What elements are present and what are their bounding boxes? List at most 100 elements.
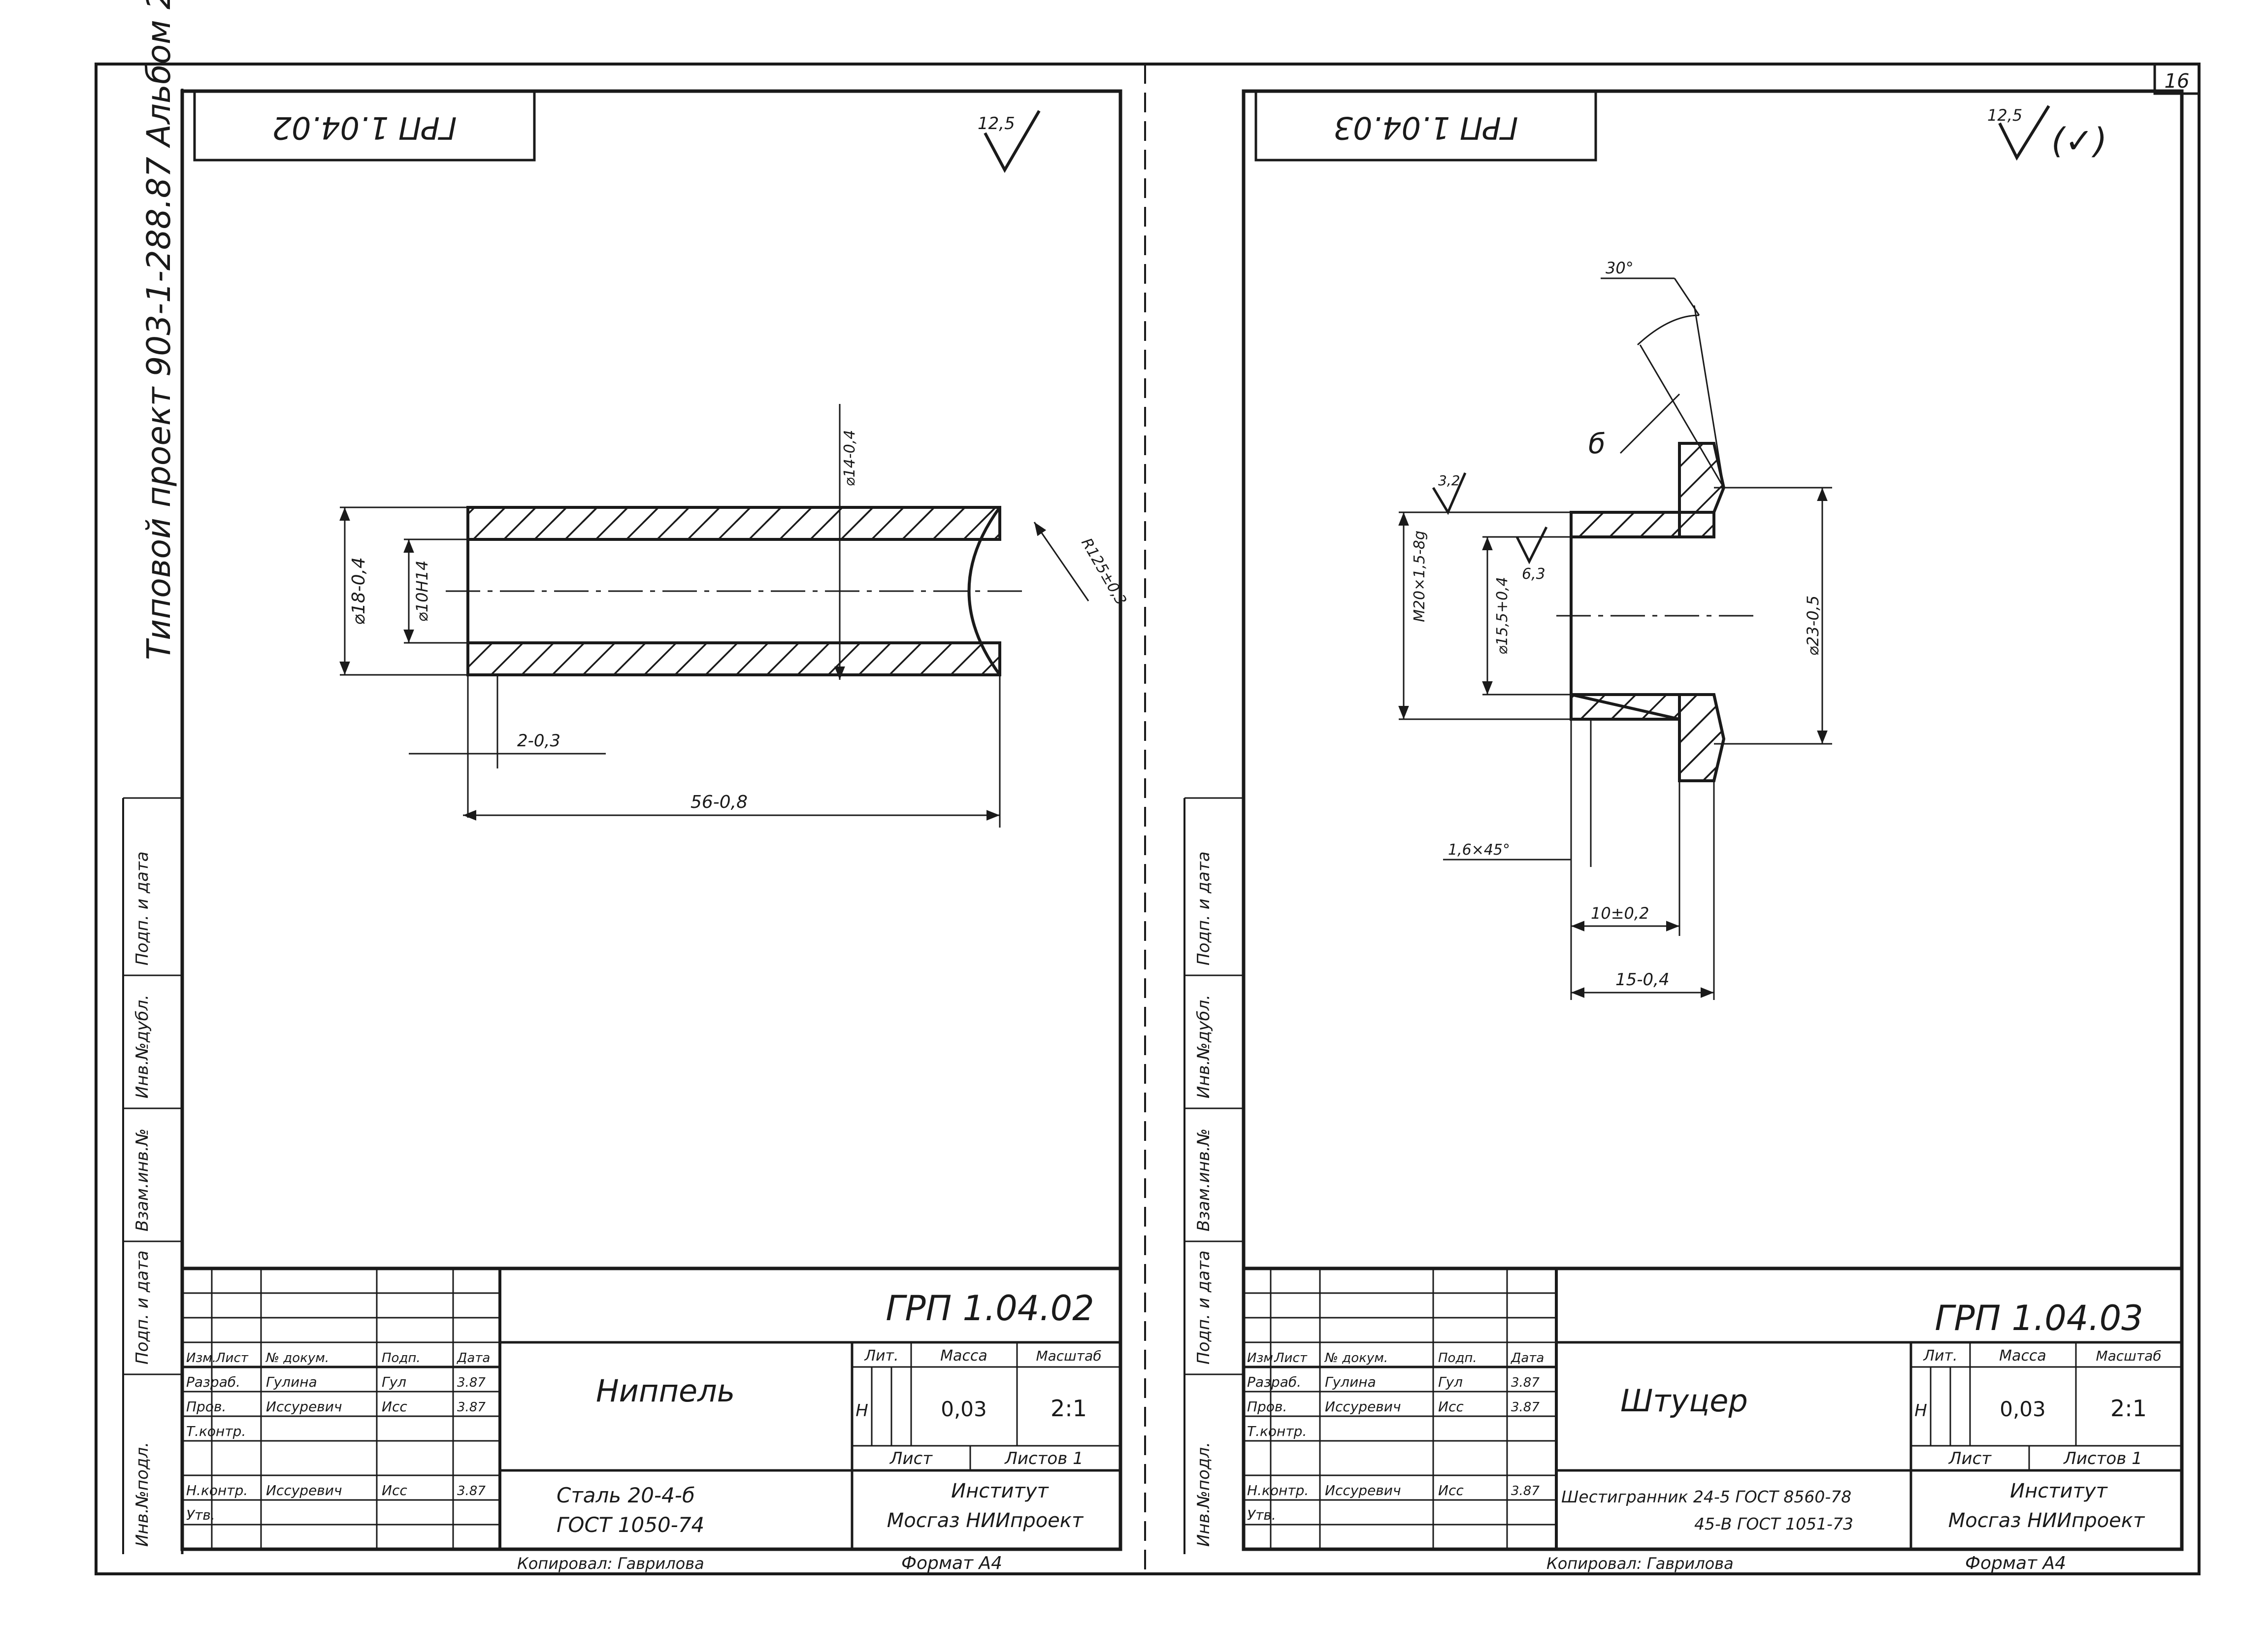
sheet-number: 16 — [2165, 70, 2190, 93]
fitting-sheet-label: Лист — [1948, 1449, 1992, 1468]
nipple-outer-dia: ⌀18-0,4 — [349, 557, 369, 625]
nipple-lit-value: Н — [855, 1401, 868, 1421]
side-col-5: Подп. и дата — [132, 851, 152, 965]
nipple-staff-role-4: Утв. — [186, 1507, 215, 1523]
side-col-3: Взам.инв.№ — [132, 1129, 152, 1232]
fitting-staff-role-1: Пров. — [1247, 1398, 1287, 1415]
side-col-2: Подп. и дата — [132, 1250, 152, 1365]
side-col-5-right: Подп. и дата — [1194, 851, 1214, 965]
nipple-section: ⌀18-0,4 ⌀10H14 ⌀14-0,4 R125±0,3 2-0,3 56… — [339, 404, 1130, 828]
nipple-roughness: 12,5 — [978, 114, 1015, 133]
nipple-scale-value: 2:1 — [1051, 1395, 1087, 1422]
nipple-staff-role-1: Пров. — [186, 1398, 226, 1415]
fitting-part-name: Штуцер — [1620, 1383, 1748, 1419]
nipple-head-lit: Лит. — [864, 1347, 898, 1365]
nipple-doc-code: ГРП 1.04.02 — [886, 1288, 1094, 1329]
fitting-section: 30° б 3,2 6,3 М20×1,5-8g ⌀15,5+0,4 ⌀23-0… — [1398, 259, 1832, 1000]
fitting-staff-date-1: 3.87 — [1511, 1400, 1540, 1415]
roughness-sign-icon: 12,5 — [978, 110, 1041, 173]
fitting-title-block: Изм. Лист № докум. Подп. Дата Разраб. Гу… — [1244, 1266, 2182, 1549]
fitting-length-inner: 10±0,2 — [1591, 904, 1649, 923]
nipple-staff-head-1: Лист — [215, 1351, 249, 1365]
fitting-doc-code: ГРП 1.04.03 — [1935, 1298, 2143, 1338]
nipple-staff-head-0: Изм. — [186, 1351, 216, 1365]
side-stamp-right: Инв.№подл. Подп. и дата Взам.инв.№ Инв.№… — [1183, 797, 1244, 1554]
nipple-length: 56-0,8 — [690, 792, 748, 812]
project-stamp-text: Типовой проект 903-1-288.87 Альбом 2 — [140, 0, 178, 660]
fitting-staff-role-4: Утв. — [1247, 1507, 1276, 1523]
nipple-staff-sign-1: Исс — [382, 1398, 407, 1415]
nipple-section-mark: ⌀14-0,4 — [841, 430, 858, 487]
nipple-staff-name-0: Гулина — [266, 1374, 317, 1390]
nipple-org-2: Мосгаз НИИпроект — [887, 1509, 1084, 1532]
nipple-format: Формат А4 — [901, 1553, 1002, 1573]
nipple-staff-date-3: 3.87 — [457, 1484, 486, 1498]
fitting-staff-role-3: Н.контр. — [1247, 1482, 1309, 1498]
fitting-staff-head-0: Изм. — [1247, 1351, 1277, 1365]
fitting-staff-sign-0: Гул — [1438, 1374, 1463, 1390]
fitting-angle: 30° — [1606, 259, 1634, 277]
fitting-staff-role-2: Т.контр. — [1247, 1423, 1307, 1439]
roughness-sign-icon: 12,5 (✓) — [1987, 105, 2107, 161]
fitting-staff-date-0: 3.87 — [1511, 1375, 1540, 1390]
nipple-material-1: Сталь 20-4-б — [557, 1483, 695, 1507]
nipple-staff-name-1: Иссуревич — [266, 1398, 342, 1415]
fitting-staff-sign-1: Исс — [1438, 1398, 1464, 1415]
nipple-staff-date-0: 3.87 — [457, 1375, 486, 1390]
fitting-staff-sign-3: Исс — [1438, 1482, 1464, 1498]
fitting-head-scale: Масштаб — [2096, 1348, 2161, 1364]
nipple-sheet-label: Лист — [889, 1449, 933, 1468]
nipple-staff-role-0: Разраб. — [186, 1374, 240, 1390]
side-col-3-right: Взам.инв.№ — [1194, 1129, 1214, 1232]
nipple-staff-role-2: Т.контр. — [186, 1423, 246, 1439]
nipple-staff-sign-0: Гул — [382, 1374, 406, 1390]
nipple-head-scale: Масштаб — [1036, 1348, 1101, 1364]
nipple-part-name: Ниппель — [596, 1373, 735, 1409]
fitting-mass-value: 0,03 — [2000, 1397, 2046, 1421]
fitting-format: Формат А4 — [1965, 1553, 2066, 1573]
fitting-staff-head-4: Дата — [1511, 1351, 1544, 1365]
nipple-staff-sign-3: Исс — [382, 1482, 407, 1498]
fitting-sheets-label: Листов 1 — [2063, 1449, 2142, 1468]
nipple-staff-name-3: Иссуревич — [266, 1482, 342, 1498]
fitting-staff-head-1: Лист — [1274, 1351, 1308, 1365]
nipple-staff-head-2: № докум. — [265, 1351, 329, 1365]
nipple-staff-date-1: 3.87 — [457, 1400, 486, 1415]
fitting-chamfer: 1,6×45° — [1448, 841, 1510, 859]
fitting-staff-role-0: Разраб. — [1247, 1374, 1301, 1390]
nipple-staff-role-3: Н.контр. — [186, 1482, 248, 1498]
drawing-nipple: ГРП 1.04.02 12,5 ⌀18-0,4 ⌀10H14 — [180, 89, 1130, 1573]
nipple-head-mass: Масса — [940, 1347, 987, 1365]
fitting-lit-value: Н — [1914, 1401, 1927, 1421]
side-col-1: Инв.№подл. — [132, 1442, 152, 1547]
drawing-fitting: ГРП 1.04.03 12,5 (✓) 30° б — [1242, 89, 2184, 1573]
fitting-length-total: 15-0,4 — [1615, 970, 1670, 990]
fitting-material-1: Шестигранник 24-5 ГОСТ 8560-78 — [1561, 1487, 1851, 1506]
nipple-copied-by: Копировал: Гаврилова — [517, 1554, 704, 1573]
sheet-frame: 16 — [95, 63, 2201, 1575]
nipple-sheets-label: Листов 1 — [1004, 1449, 1083, 1468]
fitting-bore-dia: ⌀15,5+0,4 — [1494, 577, 1511, 655]
fitting-org-2: Мосгаз НИИпроект — [1948, 1509, 2145, 1532]
side-col-2-right: Подп. и дата — [1194, 1250, 1214, 1365]
fitting-head-mass: Масса — [1999, 1347, 2046, 1365]
fitting-head-lit: Лит. — [1923, 1347, 1957, 1365]
side-col-4: Инв.№дубл. — [132, 995, 152, 1098]
nipple-chamfer-len: 2-0,3 — [517, 731, 560, 751]
fitting-flange-dia: ⌀23-0,5 — [1804, 596, 1822, 656]
nipple-material-2: ГОСТ 1050-74 — [557, 1513, 704, 1537]
fitting-staff-name-3: Иссуревич — [1325, 1482, 1401, 1498]
fitting-roughness-face: 3,2 — [1438, 472, 1460, 489]
fitting-copied-by: Копировал: Гаврилова — [1546, 1554, 1734, 1573]
nipple-org-1: Институт — [951, 1480, 1049, 1502]
fitting-staff-name-1: Иссуревич — [1325, 1398, 1401, 1415]
fitting-org-1: Институт — [2010, 1480, 2108, 1502]
fitting-staff-head-2: № докум. — [1324, 1351, 1388, 1365]
nipple-staff-head-3: Подп. — [382, 1351, 421, 1365]
fitting-roughness-bore: 6,3 — [1522, 566, 1545, 583]
side-col-4-right: Инв.№дубл. — [1194, 995, 1214, 1098]
nipple-staff-head-4: Дата — [457, 1351, 490, 1365]
nipple-top-code: ГРП 1.04.02 — [272, 110, 457, 146]
